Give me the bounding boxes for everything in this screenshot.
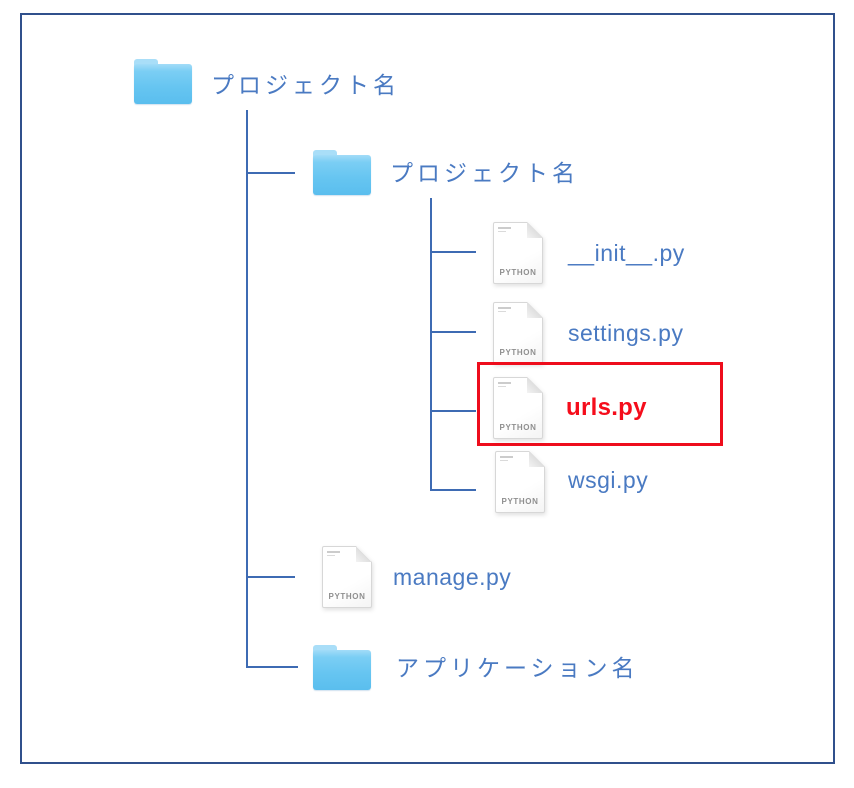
folder-icon — [134, 59, 192, 104]
python-file-icon: PYTHON — [493, 302, 543, 364]
python-file-icon-label: PYTHON — [501, 497, 539, 506]
outer-border — [20, 13, 835, 764]
tree-label-root-project: プロジェクト名 — [211, 72, 400, 98]
python-file-icon-label: PYTHON — [328, 592, 366, 601]
tree-label-application: アプリケーション名 — [396, 655, 639, 681]
highlight-box — [477, 362, 723, 446]
python-file-icon-label: PYTHON — [499, 423, 537, 432]
python-file-icon: PYTHON — [322, 546, 372, 608]
tree-line-branch-settings — [432, 331, 476, 333]
folder-icon — [313, 645, 371, 690]
page-fold-corner — [527, 222, 543, 238]
python-file-icon: PYTHON — [493, 377, 543, 439]
tree-line-branch-project-folder — [248, 172, 295, 174]
tree-label-inner-project: プロジェクト名 — [390, 160, 579, 186]
tree-line-vertical-root — [246, 110, 248, 668]
tree-line-branch-urls — [432, 410, 476, 412]
folder-icon — [313, 150, 371, 195]
python-file-icon: PYTHON — [495, 451, 545, 513]
tree-label-urls-file: urls.py — [566, 394, 647, 421]
page-fineprint — [327, 551, 340, 556]
page-fineprint — [498, 382, 511, 387]
page-fold-corner — [529, 451, 545, 467]
python-file-icon: PYTHON — [493, 222, 543, 284]
page-fold-corner — [527, 377, 543, 393]
tree-label-wsgi-file: wsgi.py — [568, 467, 649, 493]
tree-line-branch-wsgi — [432, 489, 476, 491]
tree-line-branch-app — [248, 666, 298, 668]
tree-line-vertical-project — [430, 198, 432, 491]
page-fineprint — [498, 227, 511, 232]
python-file-icon-label: PYTHON — [499, 268, 537, 277]
tree-label-settings-file: settings.py — [568, 320, 684, 346]
tree-line-branch-manage — [248, 576, 295, 578]
page-fold-corner — [356, 546, 372, 562]
page-fineprint — [500, 456, 513, 461]
tree-label-init-file: __init__.py — [568, 240, 685, 266]
python-file-icon-label: PYTHON — [499, 348, 537, 357]
page-fold-corner — [527, 302, 543, 318]
tree-line-branch-init — [432, 251, 476, 253]
tree-label-manage-file: manage.py — [393, 564, 512, 590]
page-fineprint — [498, 307, 511, 312]
